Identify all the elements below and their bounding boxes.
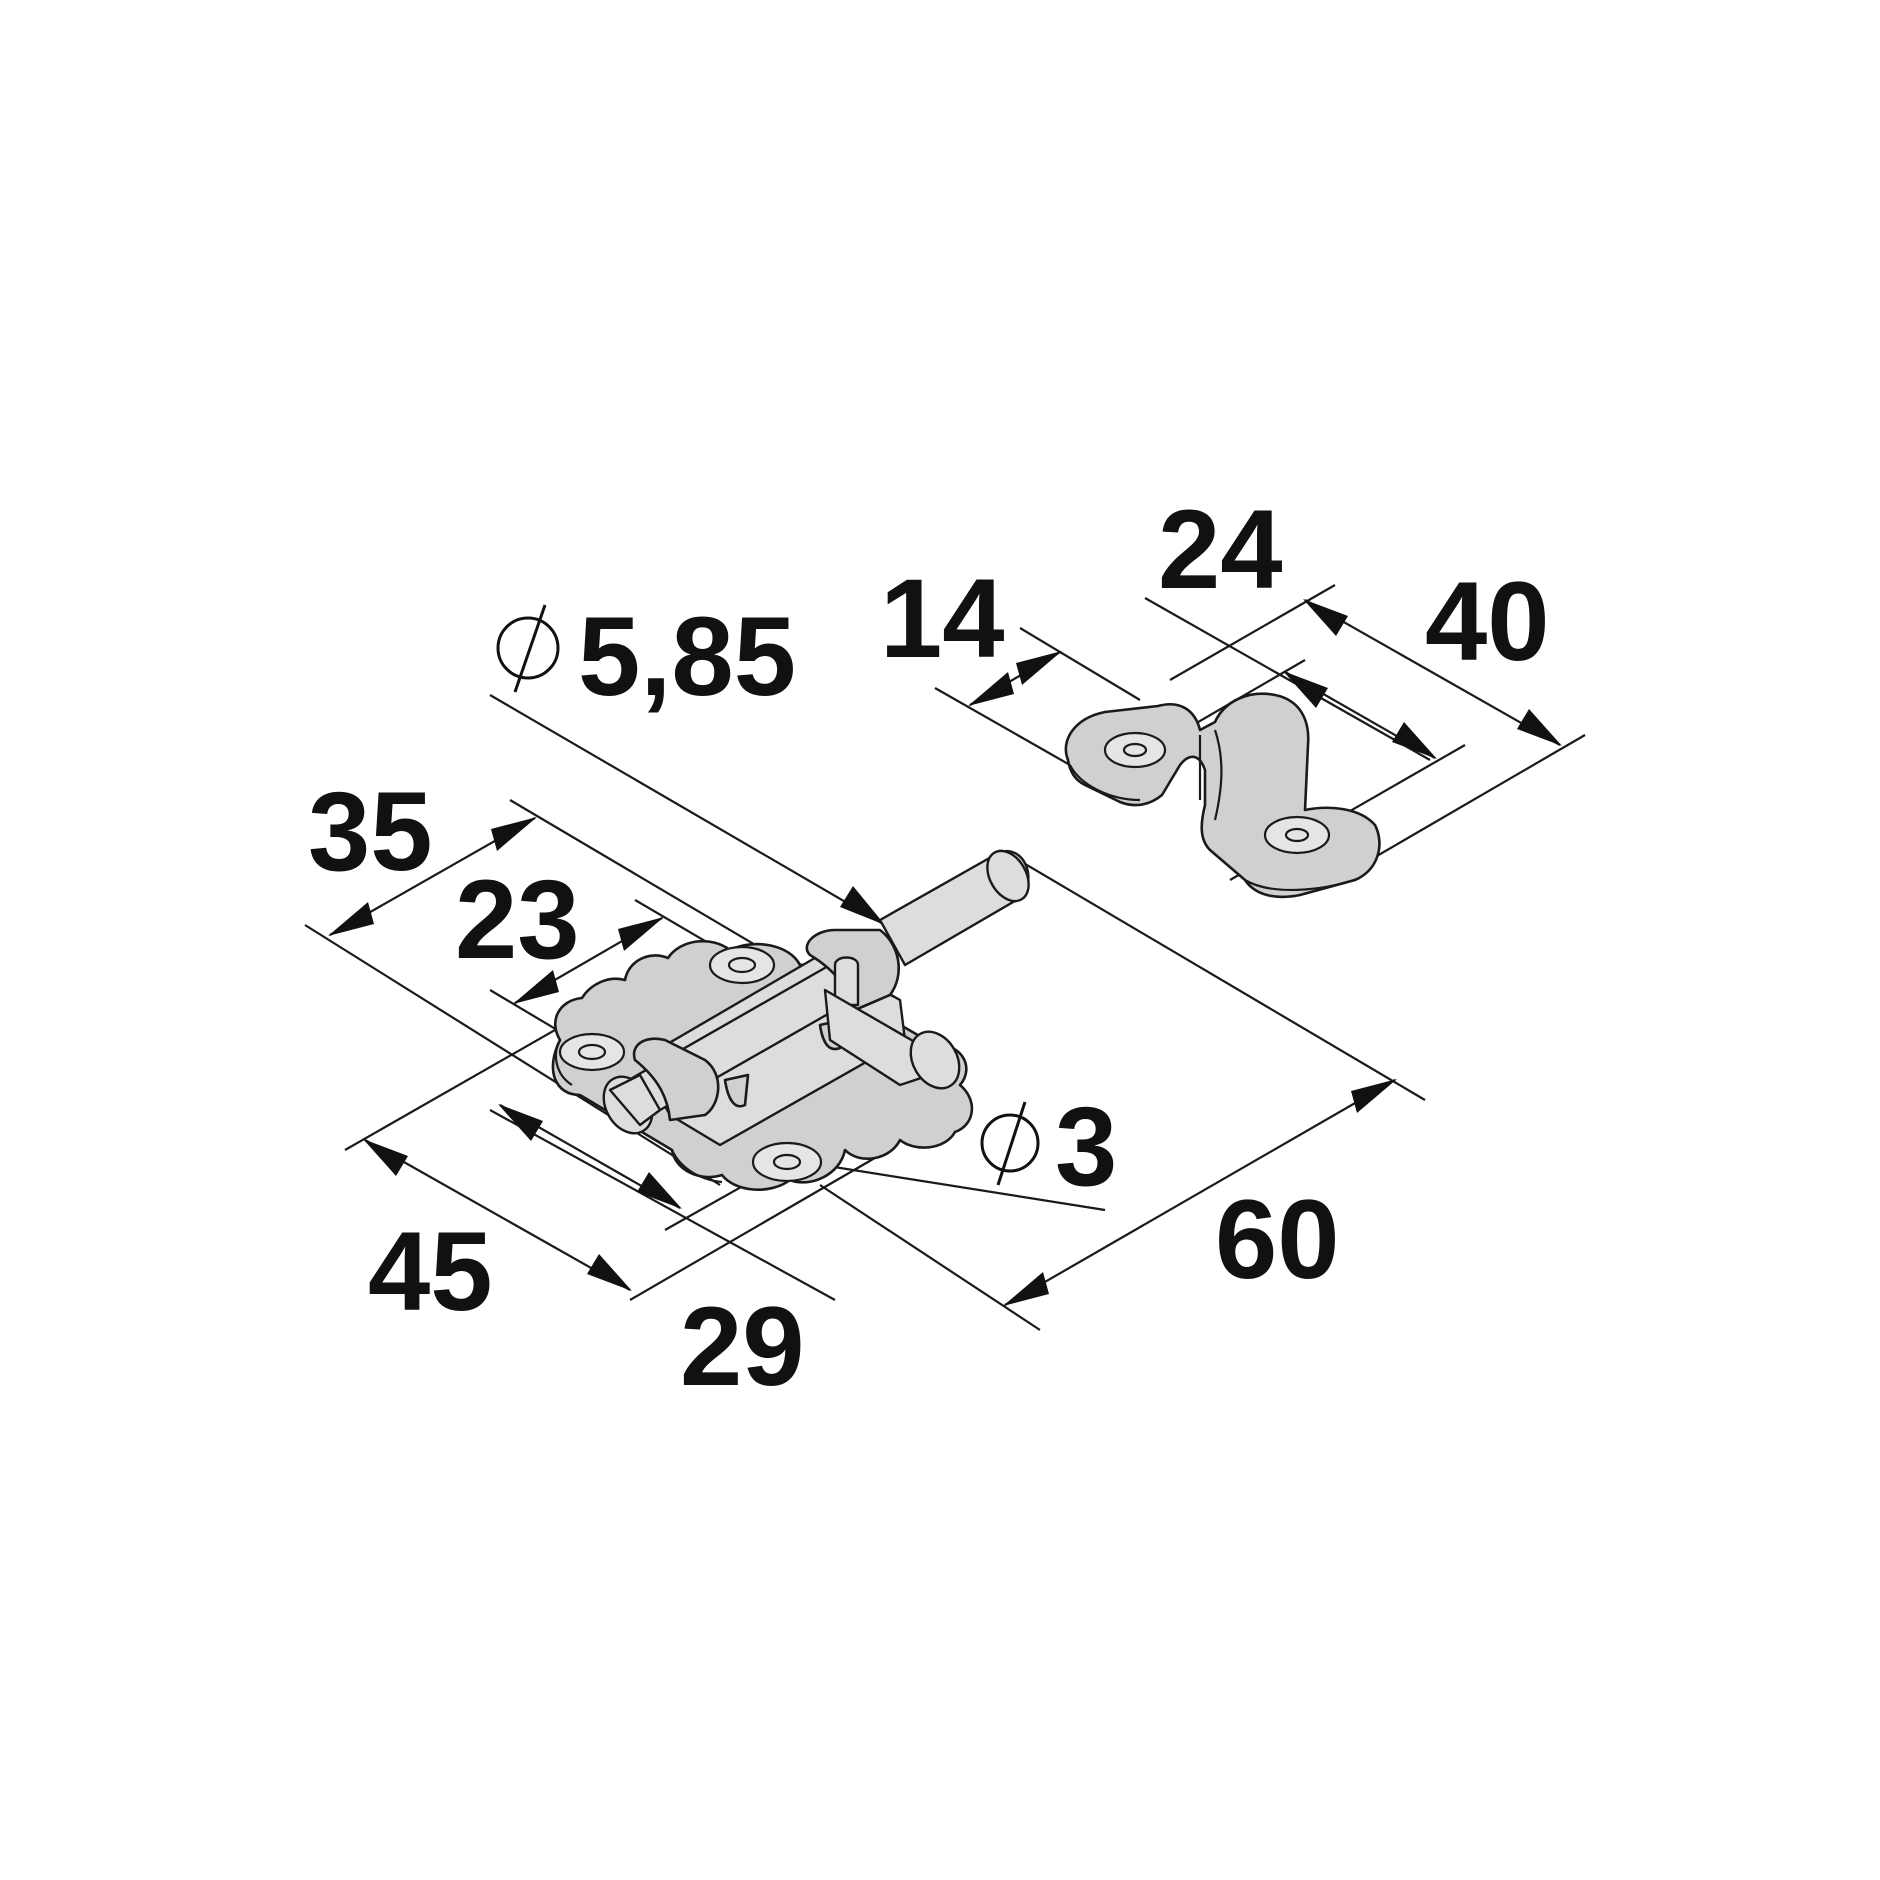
strike-keeper bbox=[1064, 692, 1381, 899]
barrel-bolt bbox=[551, 849, 1030, 1191]
dim-45: 45 bbox=[368, 1209, 493, 1334]
screw-hole-top bbox=[708, 945, 776, 985]
dim-29: 29 bbox=[680, 1284, 805, 1409]
dim-diameter-585: 5,85 bbox=[578, 594, 796, 719]
keeper-hole-right bbox=[1263, 815, 1331, 855]
diameter-symbol-585 bbox=[496, 604, 560, 693]
dim-23: 23 bbox=[455, 857, 580, 982]
keeper-hole-left bbox=[1103, 731, 1167, 769]
screw-hole-bottom bbox=[751, 1141, 823, 1183]
diameter-symbol-3 bbox=[980, 1101, 1040, 1186]
screw-hole-left bbox=[558, 1032, 626, 1072]
dim-40: 40 bbox=[1425, 559, 1550, 684]
dim-35: 35 bbox=[308, 769, 433, 894]
dim-60: 60 bbox=[1215, 1177, 1340, 1302]
dim-24: 24 bbox=[1158, 487, 1283, 612]
dim-14: 14 bbox=[880, 556, 1005, 681]
bolt-handle bbox=[833, 956, 860, 1007]
dim-diameter-3: 3 bbox=[1055, 1084, 1117, 1209]
dimension-arrows bbox=[328, 599, 1562, 1306]
